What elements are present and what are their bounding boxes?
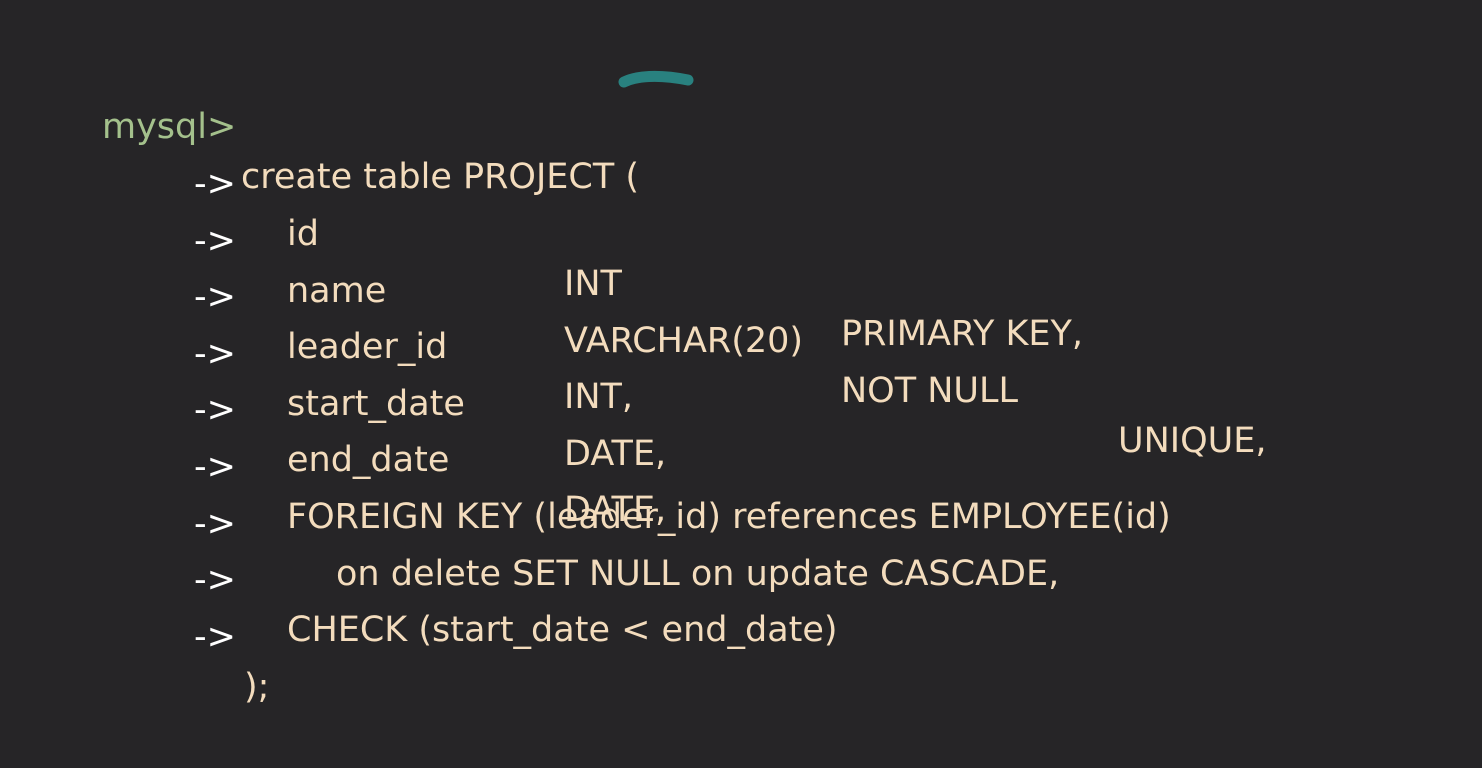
closing-paren: ); — [244, 667, 270, 707]
column-name: id — [287, 214, 319, 254]
check-constraint: CHECK (start_date < end_date) — [287, 610, 838, 650]
foreign-key-actions-line: -> on delete SET NULL on update CASCADE, — [0, 449, 1059, 594]
foreign-key-clause: FOREIGN KEY (leader_id) references EMPLO… — [287, 497, 1171, 537]
column-line-id: -> id INT PRIMARY KEY, — [0, 109, 1083, 354]
column-line-end-date: -> end_date DATE, — [0, 335, 666, 530]
column-type: INT — [564, 264, 622, 304]
foreign-key-line: -> FOREIGN KEY (leader_id) references EM… — [0, 392, 1171, 537]
column-type: DATE, — [564, 490, 667, 530]
column-name: start_date — [287, 384, 465, 424]
continuation-arrow: -> — [194, 390, 236, 430]
column-name: leader_id — [287, 327, 448, 367]
mysql-prompt: mysql> — [102, 107, 237, 147]
create-table-command: create table PROJECT ( — [241, 157, 640, 197]
column-type: DATE, — [564, 434, 667, 474]
column-line-name: -> name VARCHAR(20) NOT NULL UNIQUE, — [0, 166, 1267, 461]
column-line-start-date: -> start_date DATE, — [0, 279, 666, 474]
command-line: mysql> create table PROJECT ( — [0, 52, 639, 197]
continuation-arrow: -> — [194, 164, 236, 204]
column-line-leader-id: -> leader_id INT, — [0, 222, 633, 417]
continuation-arrow: -> — [194, 221, 236, 261]
continuation-arrow: -> — [194, 334, 236, 374]
continuation-arrow: -> — [194, 447, 236, 487]
closing-line: -> ); — [0, 562, 269, 707]
continuation-arrow: -> — [194, 277, 236, 317]
column-constraint: PRIMARY KEY, — [841, 314, 1084, 354]
column-constraint: NOT NULL — [841, 371, 1019, 411]
check-line: -> CHECK (start_date < end_date) — [0, 505, 838, 650]
column-extra-constraint: UNIQUE, — [1118, 421, 1267, 461]
foreign-key-actions: on delete SET NULL on update CASCADE, — [336, 554, 1060, 594]
continuation-arrow: -> — [194, 560, 236, 600]
highlight-mark — [618, 70, 694, 88]
column-name: end_date — [287, 440, 450, 480]
column-type: INT, — [564, 377, 634, 417]
continuation-arrow: -> — [194, 617, 236, 657]
column-type: VARCHAR(20) — [564, 321, 804, 361]
continuation-arrow: -> — [194, 504, 236, 544]
column-name: name — [287, 271, 387, 311]
